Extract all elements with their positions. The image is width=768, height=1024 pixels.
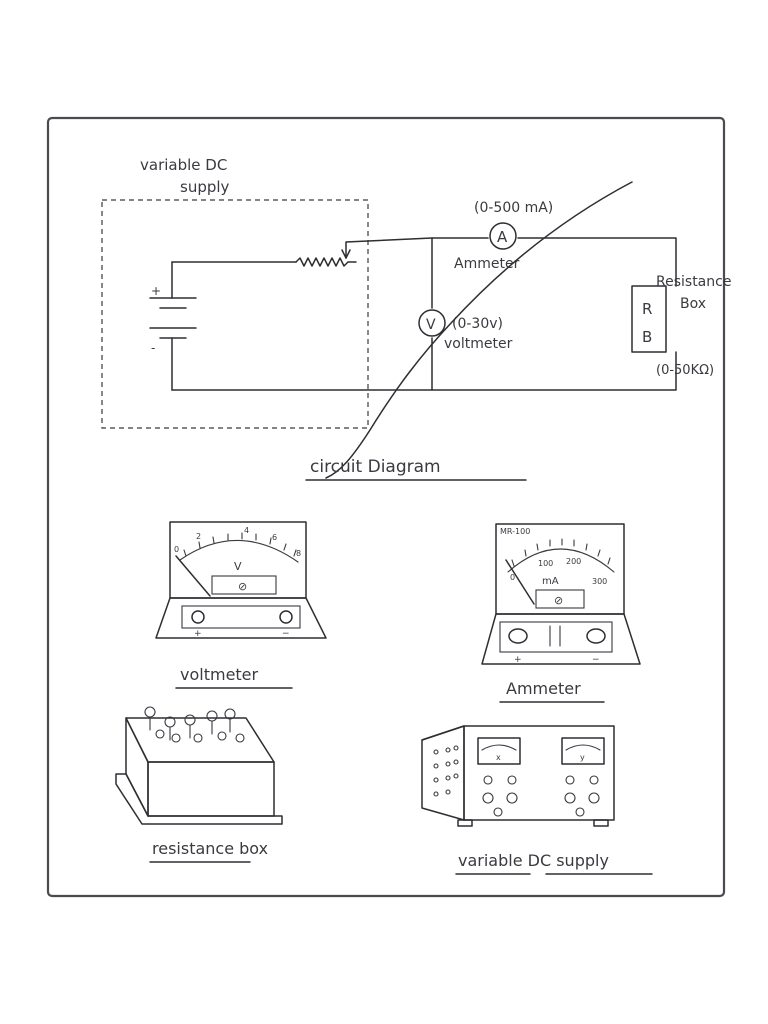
dc-supply-knobs [482, 775, 600, 817]
ammeter-tick-0: 0 [510, 573, 515, 582]
voltmeter-terminal-plus [191, 610, 205, 624]
voltmeter-tick-8: 8 [296, 549, 301, 558]
ammeter-plus: + [514, 655, 522, 665]
supply-label-line2: supply [180, 178, 230, 196]
ammeter-model: MR-100 [500, 527, 530, 536]
voltmeter-terminal-minus [279, 610, 293, 624]
voltmeter-label: voltmeter [444, 336, 513, 352]
resistance-box-caption: resistance box [152, 839, 268, 858]
ammeter-unit: mA [542, 576, 559, 587]
ammeter-drawing: MR-100 0 100 200 300 mA ⊘ + − Ammeter [481, 523, 641, 703]
voltmeter-base [155, 597, 327, 639]
resistance-box-side [125, 717, 149, 817]
voltmeter-range: (0-30v) [452, 316, 503, 332]
voltmeter-minus: − [282, 629, 290, 639]
dc-supply-front [463, 725, 615, 821]
voltmeter-drawing: 0 2 4 6 8 V ⊘ + − voltmeter [155, 521, 327, 689]
ammeter-symbol-circle [489, 222, 517, 250]
voltmeter-needle [175, 555, 211, 597]
ammeter-tick-300: 300 [592, 577, 607, 586]
ammeter-zero-adjust: ⊘ [554, 594, 563, 607]
ammeter-minus: − [592, 655, 600, 665]
voltmeter-plus: + [194, 629, 202, 639]
dc-supply-side [421, 725, 465, 821]
resistance-box-top [125, 717, 275, 763]
ammeter-symbol: A [497, 228, 508, 246]
page-border [46, 116, 726, 898]
resistance-box-front [147, 761, 275, 817]
dc-supply-caption: variable DC supply [458, 851, 609, 870]
dc-supply-side-holes [433, 745, 459, 797]
resistance-box-range: (0-50KΩ) [656, 363, 714, 378]
voltmeter-unit: V [234, 560, 242, 573]
ammeter-tick-100: 100 [538, 559, 553, 568]
dc-supply-meter-y-label: y [580, 753, 585, 762]
ammeter-tick-200: 200 [566, 557, 581, 566]
circuit-diagram-title: circuit Diagram [310, 457, 441, 477]
voltmeter-symbol: V [426, 317, 436, 333]
dc-supply-meter-x-label: x [496, 753, 501, 762]
dc-supply-meter-y [561, 737, 605, 765]
ammeter-terminal-plus [508, 628, 528, 644]
resistance-box-label-line1: Resistance [656, 274, 731, 290]
battery-minus: - [151, 341, 155, 355]
battery-plus: + [151, 284, 161, 298]
resistance-box-drawing: resistance box [115, 706, 283, 863]
dc-supply-drawing: x y variable DC supply [421, 725, 653, 875]
supply-dashed-box [101, 199, 369, 429]
resistance-box-letter-b: B [642, 328, 652, 346]
supply-label-line1: variable DC [140, 156, 227, 174]
ammeter-needle [505, 559, 535, 605]
resistance-box-letter-r: R [642, 300, 652, 318]
ammeter-caption: Ammeter [506, 679, 581, 698]
dc-supply-meter-x [477, 737, 521, 765]
resistance-box-base [115, 773, 283, 825]
ammeter-base [481, 613, 641, 665]
rheostat-slider [345, 237, 433, 259]
circuit-diagram: variable DC supply + - A (0-500 mA) Amme… [101, 156, 731, 481]
voltmeter-tick-0: 0 [174, 545, 179, 554]
voltmeter-tick-2: 2 [196, 532, 201, 541]
ammeter-range: (0-500 mA) [474, 200, 553, 216]
resistance-box-label-line2: Box [680, 296, 706, 312]
ammeter-terminal-minus [586, 628, 606, 644]
voltmeter-tick-6: 6 [272, 533, 277, 542]
voltmeter-symbol-circle [418, 309, 446, 337]
battery-symbol: + - [149, 261, 197, 391]
ammeter-label: Ammeter [454, 256, 520, 272]
resistance-box-symbol [631, 285, 667, 353]
rheostat-symbol [295, 257, 357, 267]
voltmeter-caption: voltmeter [180, 665, 259, 684]
cross-out-stroke [325, 181, 633, 479]
resistance-box-plugs [144, 706, 245, 743]
voltmeter-tick-4: 4 [244, 526, 249, 535]
voltmeter-zero-adjust: ⊘ [238, 580, 247, 593]
